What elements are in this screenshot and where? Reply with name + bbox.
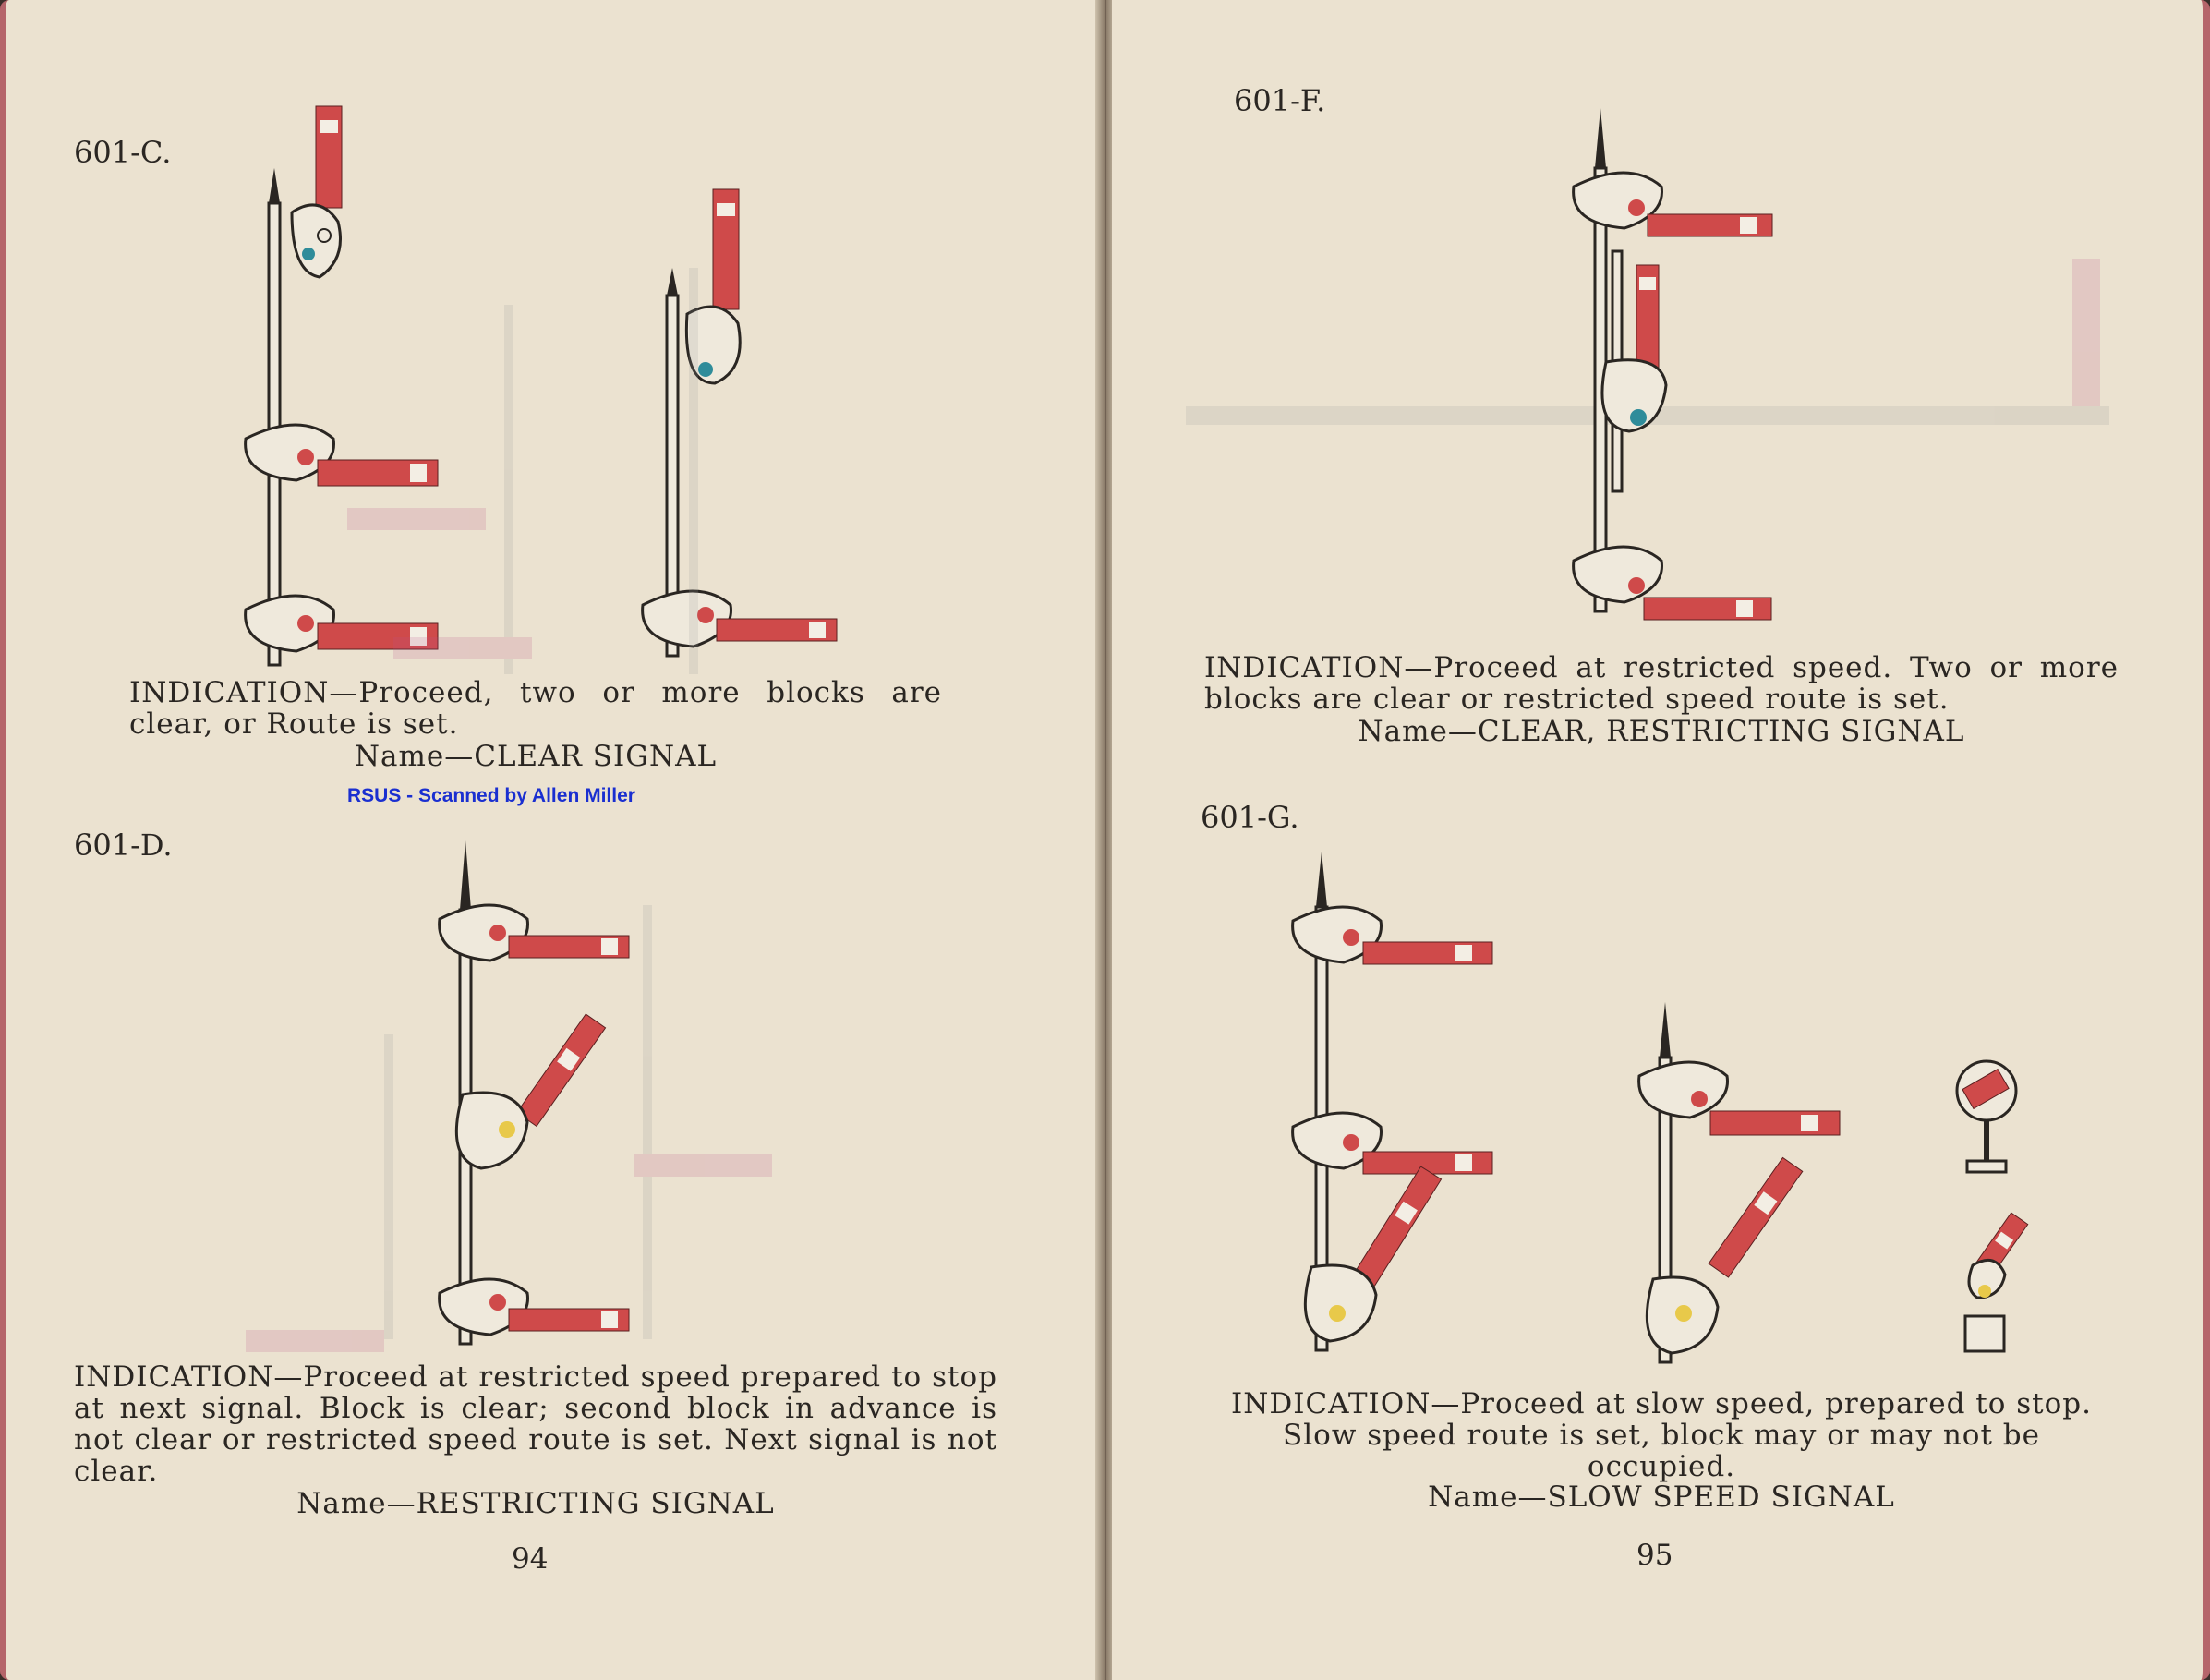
dwarf-signals-601-g	[1955, 1059, 2029, 1353]
page-number-left: 94	[512, 1542, 549, 1576]
book-gutter	[1095, 0, 1116, 1680]
figure-label-601-d: 601-D.	[74, 828, 173, 863]
figure-label-601-g: 601-G.	[1201, 800, 1299, 835]
signal-601-c-mast-1	[244, 105, 439, 667]
right-page: 601-F. INDICATION—Proceed at restricted …	[1112, 0, 2210, 1680]
signal-name-601-d: Name—RESTRICTING SIGNAL	[296, 1487, 775, 1520]
signal-601-f	[1572, 108, 1773, 621]
page-number-right: 95	[1636, 1539, 1673, 1572]
indication-text-601-c: INDICATION—Proceed, two or more blocks a…	[129, 676, 942, 741]
scan-watermark: RSUS - Scanned by Allen Miller	[347, 785, 635, 806]
indication-text-601-g: INDICATION—Proceed at slow speed, prepar…	[1230, 1387, 2092, 1483]
signal-601-c-mast-2	[641, 188, 838, 658]
bleed-through-ghost-top-left	[347, 268, 698, 674]
bleed-through-ghost-bottom-left	[246, 905, 772, 1352]
figure-label-601-c: 601-C.	[74, 135, 172, 170]
signal-name-601-g: Name—SLOW SPEED SIGNAL	[1428, 1481, 1895, 1514]
signal-601-d	[438, 840, 630, 1346]
signal-601-g-mast-2	[1637, 1002, 1841, 1364]
signal-601-g-mast-1	[1291, 852, 1493, 1352]
figure-label-601-f: 601-F.	[1234, 83, 1326, 118]
signal-name-601-f: Name—CLEAR, RESTRICTING SIGNAL	[1358, 715, 1965, 748]
signal-name-601-c: Name—CLEAR SIGNAL	[354, 740, 718, 773]
left-page: 601-C.	[0, 0, 1099, 1680]
indication-text-601-f: INDICATION—Proceed at restricted speed. …	[1204, 651, 2119, 716]
indication-text-601-d: INDICATION—Proceed at restricted speed p…	[74, 1360, 997, 1488]
